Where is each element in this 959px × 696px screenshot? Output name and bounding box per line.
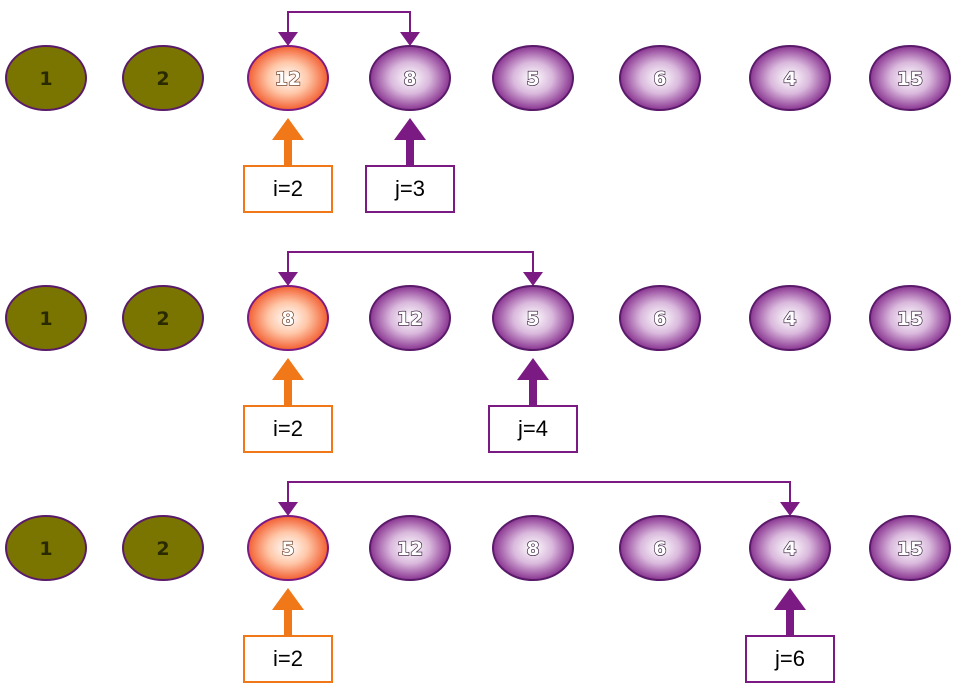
- array-node: 15: [869, 515, 951, 581]
- node-value: 2: [156, 308, 169, 330]
- node-value: 6: [653, 68, 666, 90]
- node-value: 8: [526, 538, 539, 560]
- node-value: 1: [39, 538, 52, 560]
- swap-arrowhead: [400, 32, 420, 46]
- j-pointer-arrow: [774, 588, 806, 635]
- j-index-box: j=4: [488, 405, 578, 453]
- array-node: 5: [492, 45, 574, 111]
- array-node: 15: [869, 45, 951, 111]
- swap-arrowhead: [278, 272, 298, 286]
- node-value: 12: [397, 538, 423, 560]
- array-node: 12: [369, 515, 451, 581]
- node-value: 4: [783, 538, 796, 560]
- array-node: 4: [749, 285, 831, 351]
- array-node: 15: [869, 285, 951, 351]
- node-value: 8: [281, 308, 294, 330]
- i-index-box: i=2: [243, 405, 333, 453]
- node-value: 5: [526, 308, 539, 330]
- i-pointer-arrow: [272, 118, 304, 165]
- swap-connector: [287, 481, 791, 506]
- i-index-box: i=2: [243, 165, 333, 213]
- array-node: 8: [247, 285, 329, 351]
- array-node: 1: [5, 45, 87, 111]
- array-node: 2: [122, 515, 204, 581]
- j-pointer-arrow: [394, 118, 426, 165]
- array-node: 12: [369, 285, 451, 351]
- node-value: 2: [156, 68, 169, 90]
- node-value: 4: [783, 308, 796, 330]
- node-value: 6: [653, 308, 666, 330]
- node-value: 15: [897, 68, 923, 90]
- array-node: 6: [619, 285, 701, 351]
- array-node: 8: [492, 515, 574, 581]
- i-index-box: i=2: [243, 635, 333, 683]
- swap-arrowhead: [278, 32, 298, 46]
- node-value: 5: [281, 538, 294, 560]
- node-value: 4: [783, 68, 796, 90]
- i-pointer-arrow: [272, 588, 304, 635]
- i-pointer-arrow: [272, 358, 304, 405]
- array-node: 6: [619, 515, 701, 581]
- array-node: 1: [5, 285, 87, 351]
- array-node: 2: [122, 45, 204, 111]
- j-index-box: j=6: [745, 635, 835, 683]
- node-value: 2: [156, 538, 169, 560]
- node-value: 15: [897, 538, 923, 560]
- swap-connector: [287, 251, 534, 276]
- array-node: 5: [492, 285, 574, 351]
- array-node: 4: [749, 45, 831, 111]
- node-value: 15: [897, 308, 923, 330]
- swap-arrowhead: [780, 502, 800, 516]
- array-node: 4: [749, 515, 831, 581]
- swap-arrowhead: [523, 272, 543, 286]
- swap-connector: [287, 11, 411, 36]
- array-node: 1: [5, 515, 87, 581]
- swap-arrowhead: [278, 502, 298, 516]
- array-node: 8: [369, 45, 451, 111]
- node-value: 8: [403, 68, 416, 90]
- array-node: 12: [247, 45, 329, 111]
- node-value: 6: [653, 538, 666, 560]
- node-value: 12: [275, 68, 301, 90]
- node-value: 12: [397, 308, 423, 330]
- j-pointer-arrow: [517, 358, 549, 405]
- node-value: 1: [39, 68, 52, 90]
- node-value: 5: [526, 68, 539, 90]
- array-node: 6: [619, 45, 701, 111]
- array-node: 5: [247, 515, 329, 581]
- node-value: 1: [39, 308, 52, 330]
- j-index-box: j=3: [365, 165, 455, 213]
- array-node: 2: [122, 285, 204, 351]
